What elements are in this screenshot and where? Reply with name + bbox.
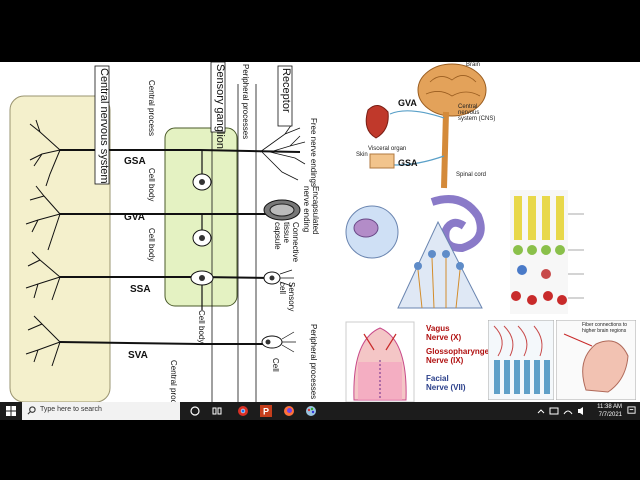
- cns-figure-label: Central nervous system (CNS): [458, 104, 496, 122]
- encapsulated-nerve-ending-label: Encapsulated nerve ending: [302, 186, 320, 235]
- gva-gsa-figure: [365, 63, 487, 189]
- paint-icon[interactable]: [306, 406, 316, 416]
- facial-label: Facial: [426, 374, 449, 383]
- encapsulated-nerve-ending: [263, 199, 301, 221]
- vagus-nerve-label: Nerve (X): [426, 333, 462, 342]
- ssa-label: SSA: [130, 284, 151, 295]
- cortana-icon[interactable]: [190, 406, 200, 416]
- clock-date: 7/7/2021: [598, 412, 622, 418]
- cell-body-gsa: [192, 150, 212, 191]
- task-view-icon[interactable]: [212, 406, 222, 416]
- sensory-pathways-diagram: [9, 62, 306, 402]
- skin-label: Skin: [356, 152, 368, 158]
- sensory-ganglion-label: Sensory ganglion: [214, 64, 226, 150]
- clock-time: 11:38 AM: [597, 404, 622, 410]
- glossopharyngeal-label: Glossopharyngeal: [426, 347, 496, 356]
- peripheral-processes-bottom-label: Peripheral processes: [309, 324, 318, 400]
- taste-bud-figure: [488, 320, 554, 400]
- cell-body-gva: [192, 214, 212, 247]
- glossopharyngeal-nerve-label: Nerve (IX): [426, 356, 464, 365]
- cell-label: Cell: [271, 358, 280, 372]
- search-placeholder: Type here to search: [40, 406, 102, 413]
- fiber-connections-label: Fiber connections to higher brain region…: [582, 322, 628, 334]
- firefox-icon[interactable]: [284, 406, 294, 416]
- inner-ear-figure: [345, 195, 485, 309]
- cns-dendrites: [25, 119, 61, 367]
- free-nerve-endings: [259, 123, 306, 181]
- windows-taskbar: Type here to search P 11:38 AM 7/7/2021: [0, 402, 640, 420]
- visceral-organ-label: Visceral organ: [368, 146, 407, 152]
- gsa-label: GSA: [124, 156, 146, 167]
- sensory-cell-label: Sensory cell: [278, 282, 296, 312]
- tongue-figure: [345, 321, 415, 402]
- olfactory-figure: [556, 320, 636, 400]
- vagus-label: Vagus: [426, 324, 450, 333]
- connective-tissue-capsule-label: Connective tissue capsule: [273, 222, 300, 263]
- presentation-slide: Central nervous system Sensory ganglion …: [0, 62, 640, 402]
- sensory-cell: [263, 269, 294, 287]
- chrome-icon[interactable]: [238, 406, 248, 416]
- cell-body-label-3: Cell body: [197, 310, 206, 344]
- taskbar-search-box[interactable]: Type here to search: [22, 402, 180, 420]
- system-tray-icons[interactable]: [536, 406, 586, 416]
- sva-label: SVA: [128, 350, 148, 361]
- cell-body-label-2: Cell body: [147, 228, 156, 262]
- gva-figure-label: GVA: [398, 98, 417, 108]
- retina-figure: [510, 190, 584, 314]
- gsa-figure-label: GSA: [398, 158, 418, 168]
- cns-label: Central nervous system: [98, 68, 110, 184]
- taste-receptor-cell: [261, 331, 296, 353]
- windows-start-icon[interactable]: [6, 406, 16, 416]
- search-icon: [27, 406, 36, 415]
- cell-body-ssa: [190, 270, 214, 310]
- gva-label: GVA: [124, 212, 145, 223]
- spinal-cord-label: Spinal cord: [456, 172, 487, 178]
- notifications-icon[interactable]: [627, 406, 636, 415]
- receptor-label: Receptor: [280, 68, 292, 113]
- svg-text:P: P: [263, 407, 269, 417]
- central-process-label: Central process: [147, 80, 156, 137]
- taskbar-clock[interactable]: 11:38 AM 7/7/2021: [597, 403, 622, 419]
- cell-body-label-1: Cell body: [147, 168, 156, 202]
- facial-nerve-label: Nerve (VII): [426, 383, 466, 392]
- peripheral-processes-label: Peripheral processes: [241, 64, 250, 140]
- free-nerve-endings-label: Free nerve endings: [309, 118, 318, 187]
- brain-label: Brain: [466, 62, 481, 68]
- central-proc-label: Central proc: [169, 360, 178, 402]
- powerpoint-icon[interactable]: P: [260, 405, 272, 417]
